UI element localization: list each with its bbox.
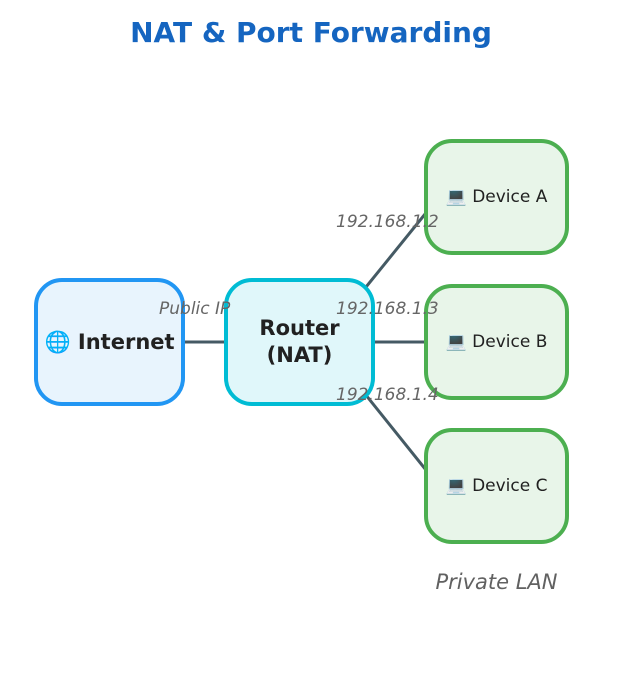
device-a-node: 💻 Device A [424,139,569,255]
device-c-node: 💻 Device C [424,428,569,544]
device-b-label: 💻 Device B [445,332,548,352]
router-label: Router (NAT) [259,316,340,367]
ip-label-device-c: 192.168.1.4 [336,385,439,405]
device-a-label: 💻 Device A [445,187,548,207]
device-b-node: 💻 Device B [424,284,569,400]
private-lan-label: Private LAN [435,570,558,594]
router-node: Router (NAT) [224,278,375,406]
diagram-title: NAT & Port Forwarding [130,16,492,49]
ip-label-device-a: 192.168.1.2 [336,212,439,232]
internet-node: 🌐 Internet [34,278,185,406]
public-ip-label: Public IP [159,299,231,319]
internet-label: 🌐 Internet [44,329,175,354]
ip-label-device-b: 192.168.1.3 [336,299,439,319]
device-c-label: 💻 Device C [445,476,548,496]
